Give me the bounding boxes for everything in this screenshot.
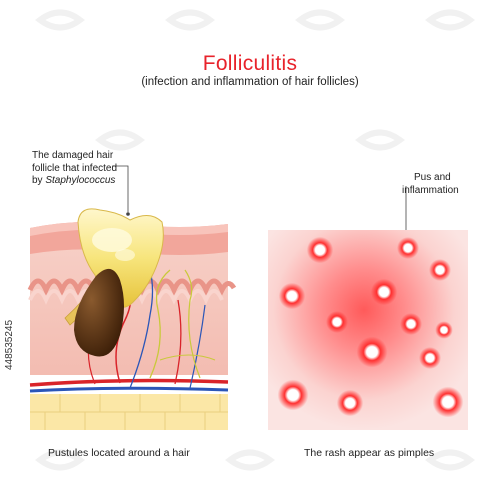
pimple-pus-core: [289, 391, 297, 399]
artery: [29, 378, 229, 387]
page-subtitle: (infection and inflammation of hair foll…: [141, 76, 359, 88]
pimple-pus-core: [380, 288, 388, 296]
pimple-pus-core: [444, 398, 452, 406]
nerve: [149, 269, 171, 379]
pimple-pus-core: [316, 246, 324, 254]
leader-damaged: [112, 165, 129, 212]
pimple-pus-core: [405, 245, 411, 251]
vein: [29, 386, 229, 393]
caption-right: The rash appear as pimples: [304, 447, 435, 459]
pimple-pus-core: [334, 319, 340, 325]
pimple-pus-core: [437, 267, 443, 273]
pimple-pus-core: [288, 292, 296, 300]
caption-left: Pustules located around a hair: [48, 447, 190, 459]
stock-id: 448535245: [4, 319, 15, 370]
pimple-pus-core: [427, 355, 433, 361]
page-title: Folliculitis: [202, 52, 298, 75]
damaged-follicle-label: The damaged hair follicle that infected …: [32, 150, 118, 186]
pimple-pus-core: [368, 348, 376, 356]
pimple-pus-core: [346, 399, 354, 407]
pimples: [277, 236, 464, 418]
pimple-pus-core: [441, 327, 447, 333]
pimple-pus-core: [408, 321, 414, 327]
hair-bulb: [74, 268, 124, 357]
pus-inflammation-label: Pus and inflammation: [402, 172, 459, 196]
